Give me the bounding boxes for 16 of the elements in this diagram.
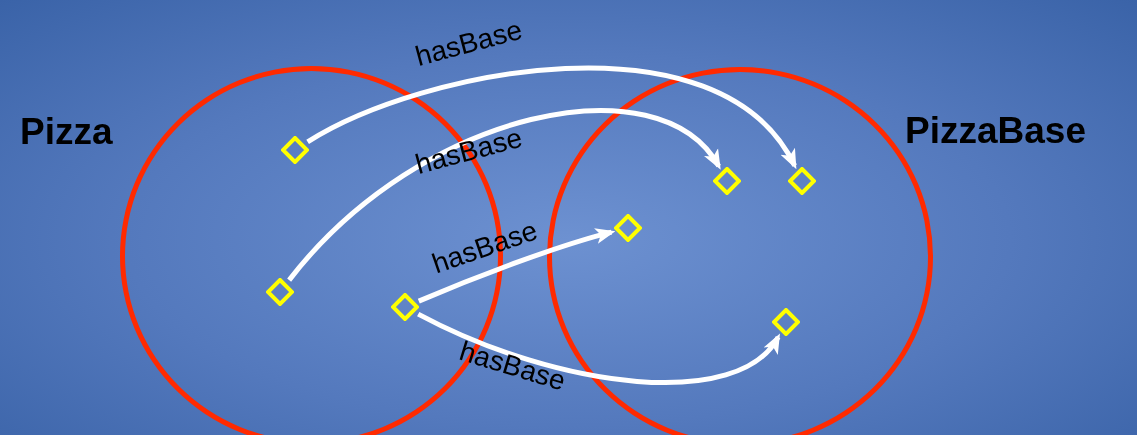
instance-diamond	[713, 167, 741, 195]
instance-diamond	[788, 167, 816, 195]
instance-diamond	[772, 308, 800, 336]
set-title: Pizza	[20, 111, 113, 153]
arrow	[306, 65, 797, 169]
edge-label: hasBase	[412, 13, 526, 73]
edge-label: hasBase	[428, 214, 542, 281]
instance-diamond	[266, 278, 294, 306]
arrow	[287, 108, 722, 282]
instance-diamond	[281, 136, 309, 164]
arrow	[417, 311, 781, 385]
arrow	[417, 228, 616, 304]
instance-diamond	[614, 214, 642, 242]
instance-diamond	[391, 293, 419, 321]
set-title: PizzaBase	[905, 110, 1086, 152]
edge-label: hasBase	[412, 121, 526, 181]
